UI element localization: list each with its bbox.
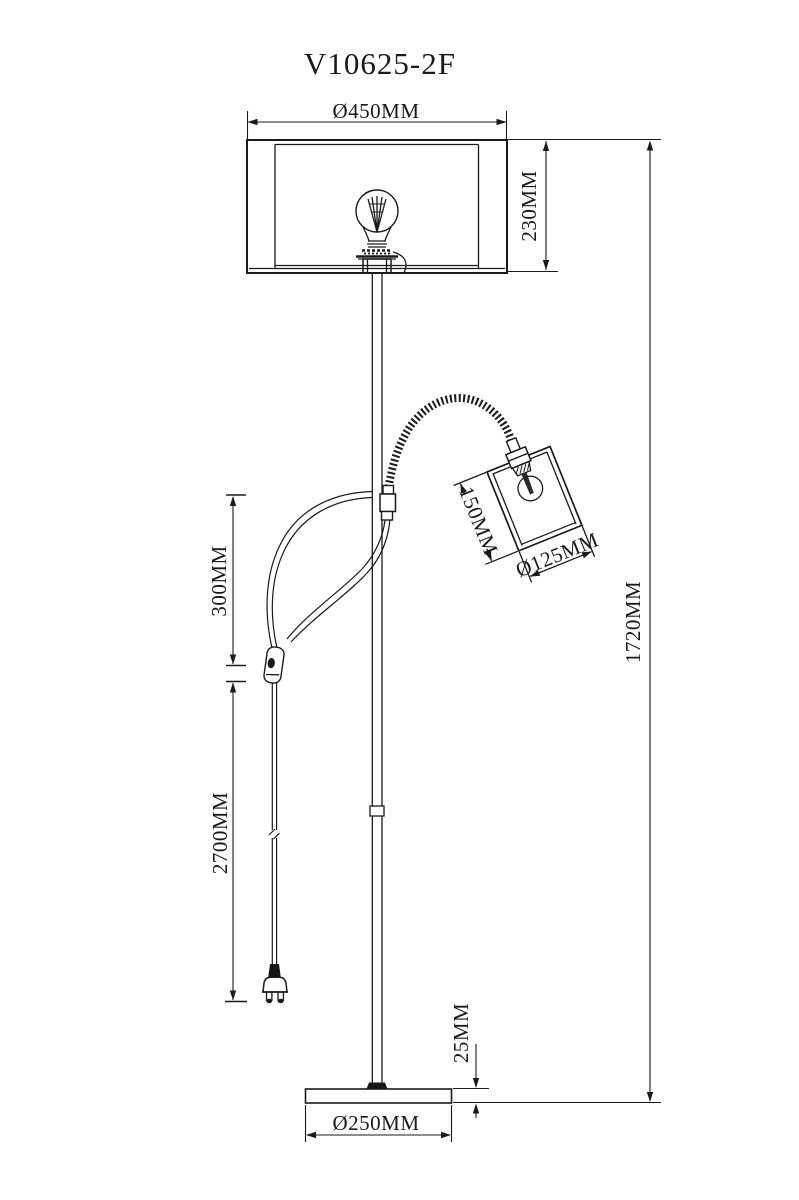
pole-foot bbox=[366, 1082, 388, 1089]
dim-label-shade-diameter: Ø450MM bbox=[332, 99, 419, 123]
dim-label-base-diameter: Ø250MM bbox=[332, 1111, 419, 1135]
inline-switch bbox=[263, 646, 285, 684]
switch-button bbox=[267, 657, 275, 669]
dim-spot-diameter: Ø125MM bbox=[512, 526, 602, 583]
main-socket bbox=[356, 249, 407, 274]
harp-wire bbox=[392, 251, 407, 274]
spot-bulb bbox=[517, 475, 544, 502]
pole-clamp bbox=[379, 493, 397, 513]
lamp-base bbox=[304, 1082, 453, 1104]
dim-spot-height: 150MM bbox=[453, 471, 519, 565]
dim-base-diameter: Ø250MM bbox=[304, 1105, 453, 1142]
gooseneck-arm bbox=[379, 393, 516, 521]
spot-bulb-stem bbox=[521, 472, 534, 495]
power-cord-loop bbox=[266, 490, 391, 649]
main-bulb bbox=[355, 189, 399, 248]
plug-neck bbox=[268, 964, 281, 979]
lamp-pole bbox=[369, 273, 385, 1084]
cord-break bbox=[268, 828, 280, 840]
braided-tube bbox=[384, 393, 516, 488]
dim-shade-height: 230MM bbox=[508, 141, 558, 273]
dim-cord-length: 2700MM bbox=[208, 680, 247, 1003]
dim-label-cord-upper: 300MM bbox=[207, 545, 231, 616]
power-plug bbox=[262, 964, 288, 1004]
drawing-title: V10625-2F bbox=[304, 46, 456, 81]
dim-label-total-height: 1720MM bbox=[621, 581, 645, 663]
dim-label-cord-length: 2700MM bbox=[208, 792, 232, 874]
power-cord bbox=[268, 683, 280, 966]
pole-joint bbox=[369, 805, 385, 817]
dim-shade-diameter: Ø450MM bbox=[246, 99, 508, 139]
dim-label-shade-height: 230MM bbox=[517, 170, 541, 241]
dim-base-height: 25MM bbox=[449, 1003, 489, 1118]
plug-body bbox=[262, 976, 288, 993]
dim-total-height: 1720MM bbox=[453, 138, 661, 1104]
spot-shade: 150MM Ø125MM bbox=[453, 436, 602, 583]
dim-label-base-height: 25MM bbox=[449, 1003, 473, 1063]
dim-cord-upper: 300MM bbox=[207, 494, 246, 667]
